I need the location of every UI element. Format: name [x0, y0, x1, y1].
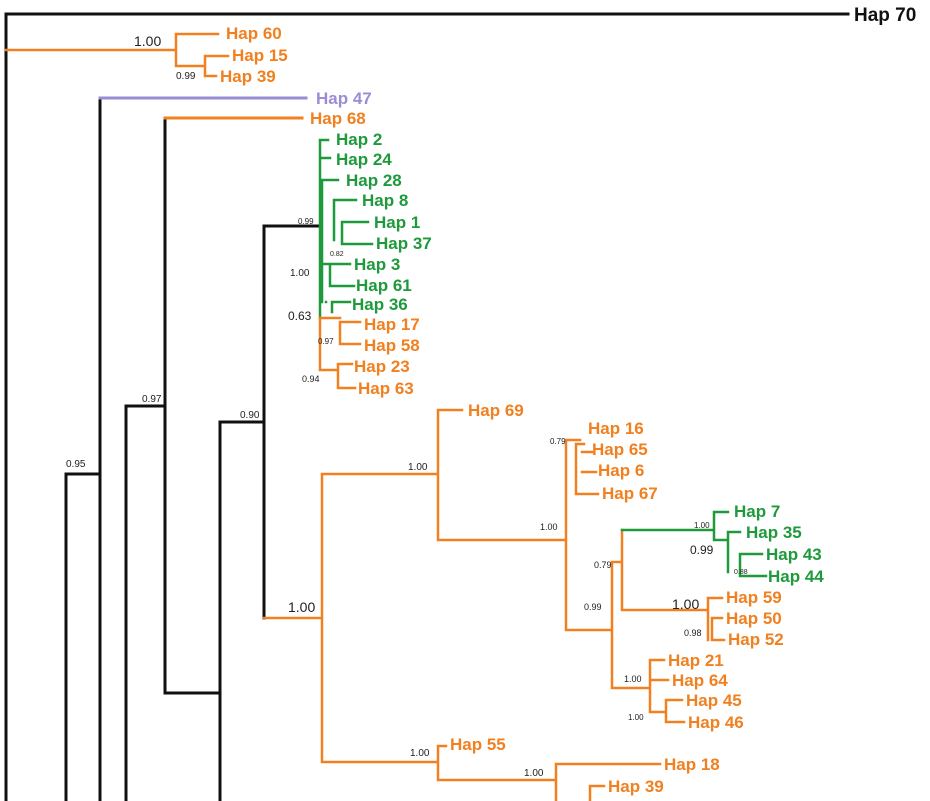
branch-hap17-clade [318, 316, 362, 390]
branch-root [4, 12, 850, 801]
tip-hap68: Hap 68 [310, 109, 366, 128]
tip-hap67: Hap 67 [602, 484, 658, 503]
tip-hap15: Hap 15 [232, 46, 288, 65]
support-big-clade: 1.00 [288, 599, 315, 615]
tip-hap46: Hap 46 [688, 713, 744, 732]
branch-mid-clade [124, 116, 222, 801]
tip-hap23: Hap 23 [354, 357, 410, 376]
tip-hap69: Hap 69 [468, 401, 524, 420]
support-bottom: 0.99 [584, 602, 602, 612]
tip-hap64: Hap 64 [672, 671, 728, 690]
tip-hap2: Hap 2 [336, 130, 382, 149]
tip-hap65: Hap 65 [592, 440, 648, 459]
branch-hap7-clade [620, 510, 768, 578]
tip-hap6: Hap 6 [598, 461, 644, 480]
support-hap43-44: 0.88 [734, 569, 748, 576]
tip-hap70: Hap 70 [854, 5, 916, 26]
tip-hap52: Hap 52 [728, 630, 784, 649]
tip-hap8: Hap 8 [362, 191, 408, 210]
tip-hap63: Hap 63 [358, 379, 414, 398]
branch-green-clade [318, 138, 374, 320]
support-hap69-group: 1.00 [408, 462, 428, 473]
tip-hap36: Hap 36 [352, 295, 408, 314]
support-hap16-group: 0.79 [550, 437, 566, 446]
tip-hap16: Hap 16 [588, 419, 644, 438]
tip-hap61: Hap 61 [356, 276, 412, 295]
tip-hap39-top: Hap 39 [220, 67, 276, 86]
support-hap15-39: 0.99 [176, 71, 196, 82]
tip-hap7: Hap 7 [734, 502, 780, 521]
support-hap60-group: 1.00 [134, 33, 161, 49]
tip-hap44: Hap 44 [768, 567, 824, 586]
support-outer-clade: 0.95 [66, 459, 86, 470]
branch-outer-clade [64, 96, 102, 801]
support-hap23-63: 0.94 [302, 374, 320, 384]
support-hap7-group-b: 0.99 [690, 543, 714, 557]
support-hap59-group: 1.00 [672, 596, 699, 612]
tip-hap55: Hap 55 [450, 735, 506, 754]
tip-hap43: Hap 43 [766, 545, 822, 564]
branch-big-orange-clade [262, 408, 726, 801]
branch-inner-clade [218, 224, 322, 801]
support-hap55: 1.00 [410, 748, 430, 759]
tip-hap1: Hap 1 [374, 213, 420, 232]
tip-hap45: Hap 45 [686, 691, 742, 710]
tip-hap59: Hap 59 [726, 588, 782, 607]
tip-hap18: Hap 18 [664, 755, 720, 774]
tip-hap28: Hap 28 [346, 171, 402, 190]
support-green-top: 0.99 [298, 217, 314, 226]
branch-hap60-group [4, 32, 230, 78]
support-mixed: 0.90 [240, 410, 260, 421]
support-green-low: 0.63 [288, 309, 312, 323]
support-hap17-58: 0.97 [318, 337, 334, 346]
support-hap18-39: 1.00 [524, 768, 544, 779]
tip-hap58: Hap 58 [364, 336, 420, 355]
tip-hap60: Hap 60 [226, 24, 282, 43]
support-mid-clade: 0.97 [142, 394, 162, 405]
support-hap45-46: 1.00 [628, 713, 644, 722]
tip-hap17: Hap 17 [364, 315, 420, 334]
tip-hap35: Hap 35 [746, 523, 802, 542]
support-green-mid: 1.00 [290, 268, 310, 279]
tip-hap21: Hap 21 [668, 651, 724, 670]
tip-hap37: Hap 37 [376, 234, 432, 253]
support-orange-node: 1.00 [540, 522, 558, 532]
support-hap50-52: 0.98 [684, 628, 702, 638]
support-hap7-group: 1.00 [694, 521, 710, 530]
tip-hap47: Hap 47 [316, 89, 372, 108]
tip-hap3: Hap 3 [354, 255, 400, 274]
tip-hap39-bottom: Hap 39 [608, 777, 664, 796]
support-mixed-node: 0.79 [594, 560, 612, 570]
support-hap21-group: 1.00 [624, 674, 642, 684]
support-green-sub: 0.82 [330, 251, 344, 258]
tip-hap24: Hap 24 [336, 150, 392, 169]
tip-hap50: Hap 50 [726, 609, 782, 628]
